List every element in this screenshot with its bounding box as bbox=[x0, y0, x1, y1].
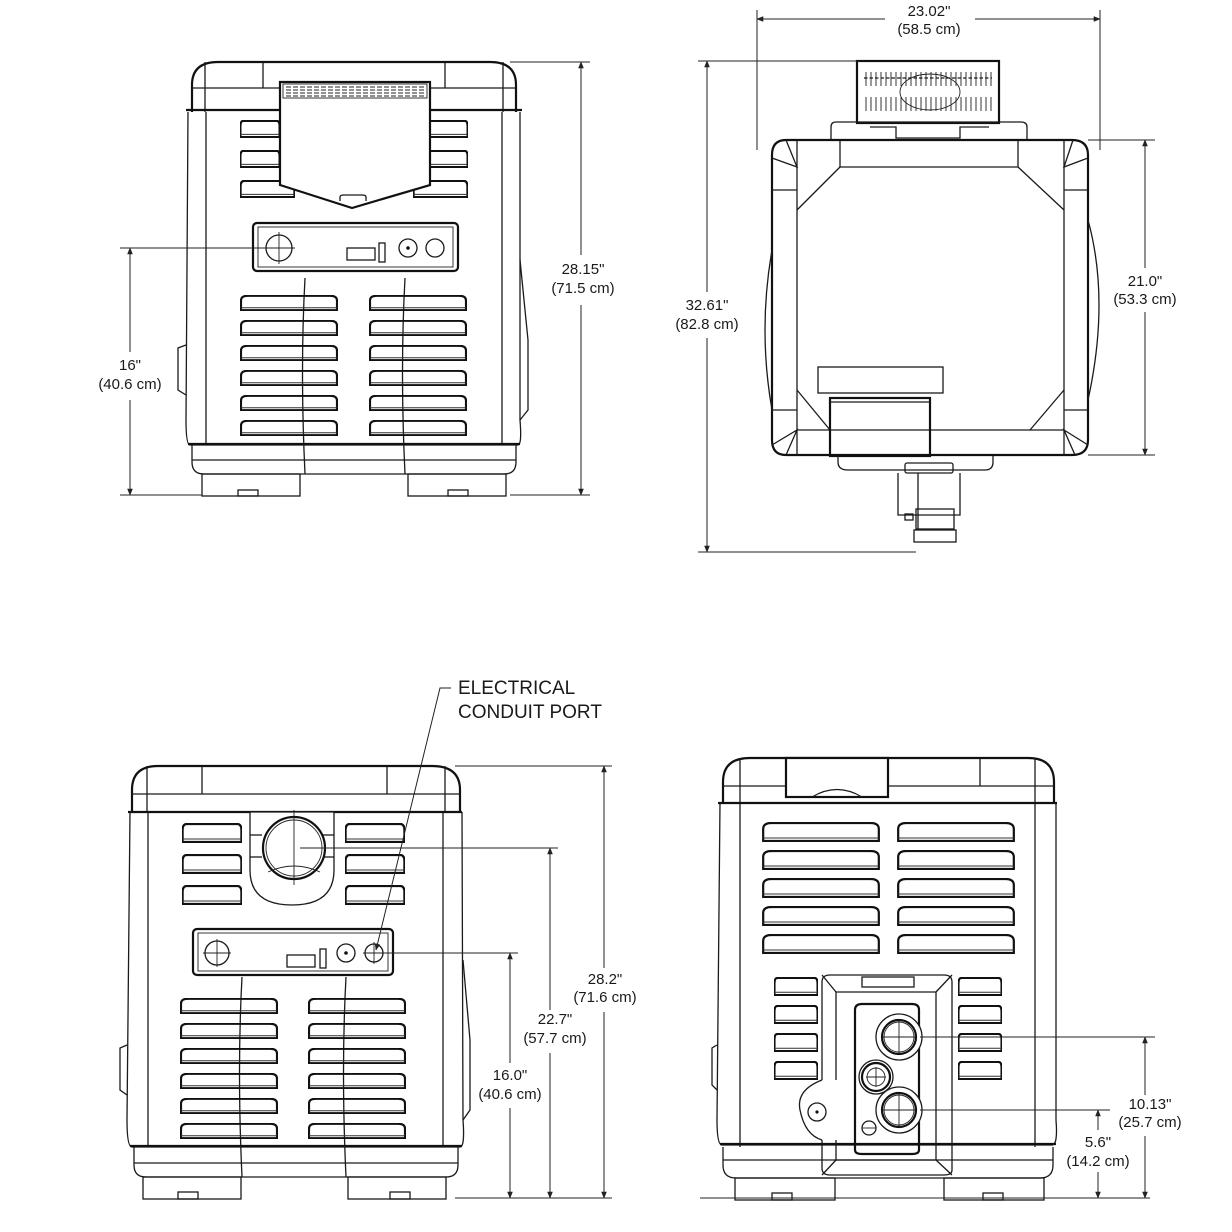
dim-upper-port-height-cm: (25.7 cm) bbox=[1118, 1114, 1181, 1131]
dim-upper-port-height-in: 10.13" bbox=[1129, 1096, 1172, 1113]
callout-line-1: ELECTRICAL bbox=[458, 678, 575, 699]
dim-lower-panel-height-in: 16.0" bbox=[493, 1067, 528, 1084]
dim-top-body-depth-cm: (53.3 cm) bbox=[1113, 291, 1176, 308]
dim-lower-height-in: 28.2" bbox=[588, 971, 623, 988]
dim-front-height-cm: (71.5 cm) bbox=[551, 280, 614, 297]
dim-lower-panel-height-cm: (40.6 cm) bbox=[478, 1086, 541, 1103]
dim-front-height-in: 28.15" bbox=[562, 261, 605, 278]
dim-top-depth-cm: (82.8 cm) bbox=[675, 316, 738, 333]
dim-front-panel-height-in: 16" bbox=[119, 357, 141, 374]
dim-lower-height-cm: (71.6 cm) bbox=[573, 989, 636, 1006]
rear-view bbox=[700, 756, 1155, 1201]
top-view bbox=[698, 10, 1155, 553]
dim-front-panel-height-cm: (40.6 cm) bbox=[98, 376, 161, 393]
dim-lower-port-height-in: 5.6" bbox=[1085, 1134, 1111, 1151]
dim-top-width-in: 23.02" bbox=[908, 3, 951, 20]
callout-line-2: CONDUIT PORT bbox=[458, 702, 602, 723]
dim-top-body-depth-in: 21.0" bbox=[1128, 273, 1163, 290]
dim-lower-port-height-cm: (14.2 cm) bbox=[1066, 1153, 1129, 1170]
dim-vent-height-in: 22.7" bbox=[538, 1011, 573, 1028]
front-view-lower bbox=[119, 687, 612, 1200]
dim-top-width-cm: (58.5 cm) bbox=[897, 21, 960, 38]
dim-vent-height-cm: (57.7 cm) bbox=[523, 1030, 586, 1047]
front-view-upper bbox=[120, 60, 590, 497]
flue-grille bbox=[286, 86, 424, 97]
dim-top-depth-in: 32.61" bbox=[686, 297, 729, 314]
